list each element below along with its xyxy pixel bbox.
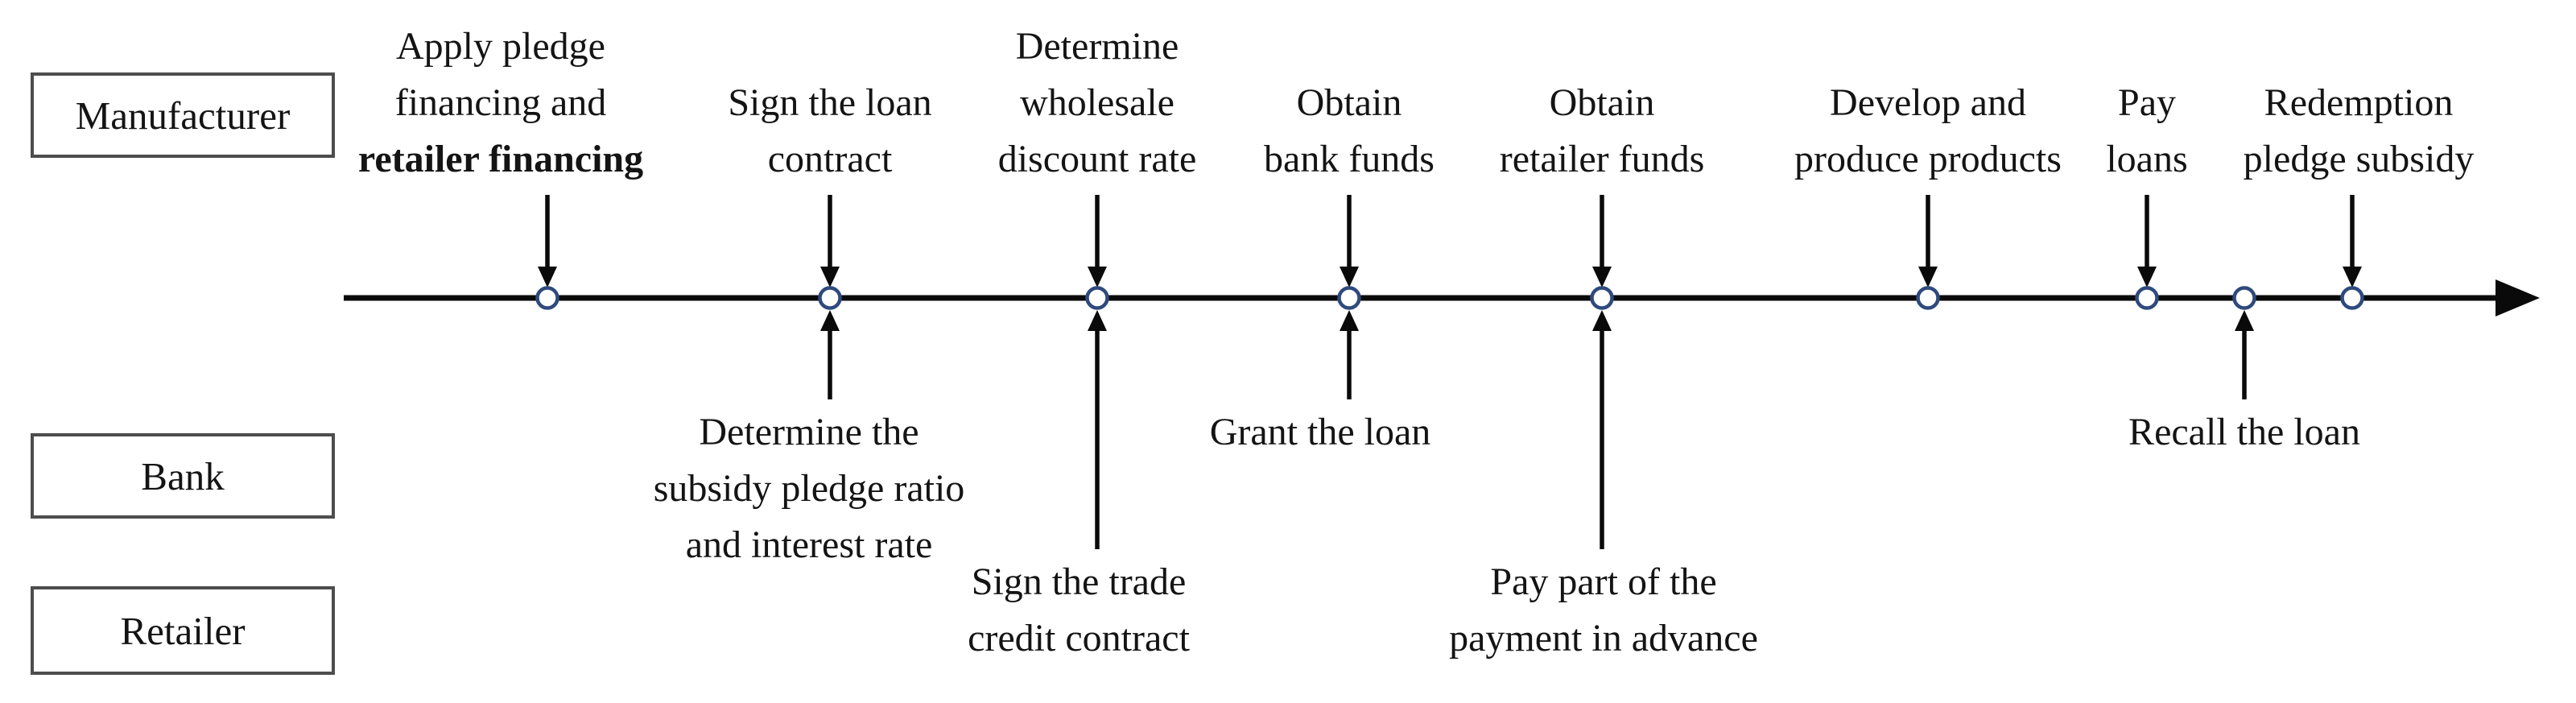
event-label-top-0-text: Apply pledge financing and	[394, 25, 607, 124]
timeline-node	[1085, 286, 1109, 310]
event-label-top-5: Develop and produce products	[1794, 81, 2062, 180]
arrow-up-icon	[1340, 310, 1359, 331]
arrow-up-icon	[2235, 310, 2254, 331]
actor-label-retailer: Retailer	[120, 608, 246, 653]
event-label-bottom-3: Pay part of the payment in advance	[1449, 560, 1758, 660]
arrow-up-icon	[1592, 310, 1612, 331]
arrow-up-icon	[1088, 310, 1107, 331]
event-label-bottom-1: Sign the trade credit contract	[968, 560, 1190, 660]
event-label-bottom-4: Recall the loan	[2128, 411, 2360, 453]
actor-box-manufacturer: Manufacturer	[31, 72, 335, 158]
actor-box-bank: Bank	[31, 433, 335, 519]
timeline-arrowhead-icon	[2496, 279, 2540, 316]
event-label-top-7: Redemption pledge subsidy	[2243, 81, 2475, 180]
event-label-top-2: Determine wholesale discount rate	[997, 25, 1197, 180]
arrow-down-icon	[2343, 267, 2362, 287]
timeline-node	[1590, 286, 1614, 310]
event-label-bottom-0: Determine the subsidy pledge ratio and i…	[653, 411, 965, 566]
timeline-node	[2135, 286, 2159, 310]
arrow-down-icon	[1340, 267, 1359, 287]
arrow-down-icon	[2137, 267, 2157, 287]
event-label-top-0: Apply pledge financing and retailer finan…	[358, 19, 643, 188]
actor-label-bank: Bank	[141, 453, 225, 498]
event-label-top-0-bold-text: retailer financing	[357, 138, 644, 180]
timeline-node	[818, 286, 842, 310]
event-label-top-3: Obtain bank funds	[1264, 81, 1435, 180]
timeline-node	[1337, 286, 1361, 310]
arrow-down-icon	[1592, 267, 1612, 287]
timeline-node	[2232, 286, 2256, 310]
event-label-top-4: Obtain retailer funds	[1499, 81, 1705, 180]
arrow-down-icon	[538, 267, 557, 287]
event-label-top-6: Pay loans	[2106, 81, 2188, 180]
actor-label-manufacturer: Manufacturer	[75, 93, 291, 138]
arrow-down-icon	[1088, 267, 1107, 287]
timeline-node	[1916, 286, 1940, 310]
event-label-top-1: Sign the loan contract	[728, 81, 932, 180]
timeline-node	[535, 286, 559, 310]
arrow-down-icon	[1918, 267, 1938, 287]
actor-box-retailer: Retailer	[31, 586, 335, 675]
timeline-node	[2340, 286, 2364, 310]
arrow-down-icon	[820, 267, 840, 287]
arrow-up-icon	[820, 310, 840, 331]
event-label-bottom-2: Grant the loan	[1209, 411, 1431, 453]
